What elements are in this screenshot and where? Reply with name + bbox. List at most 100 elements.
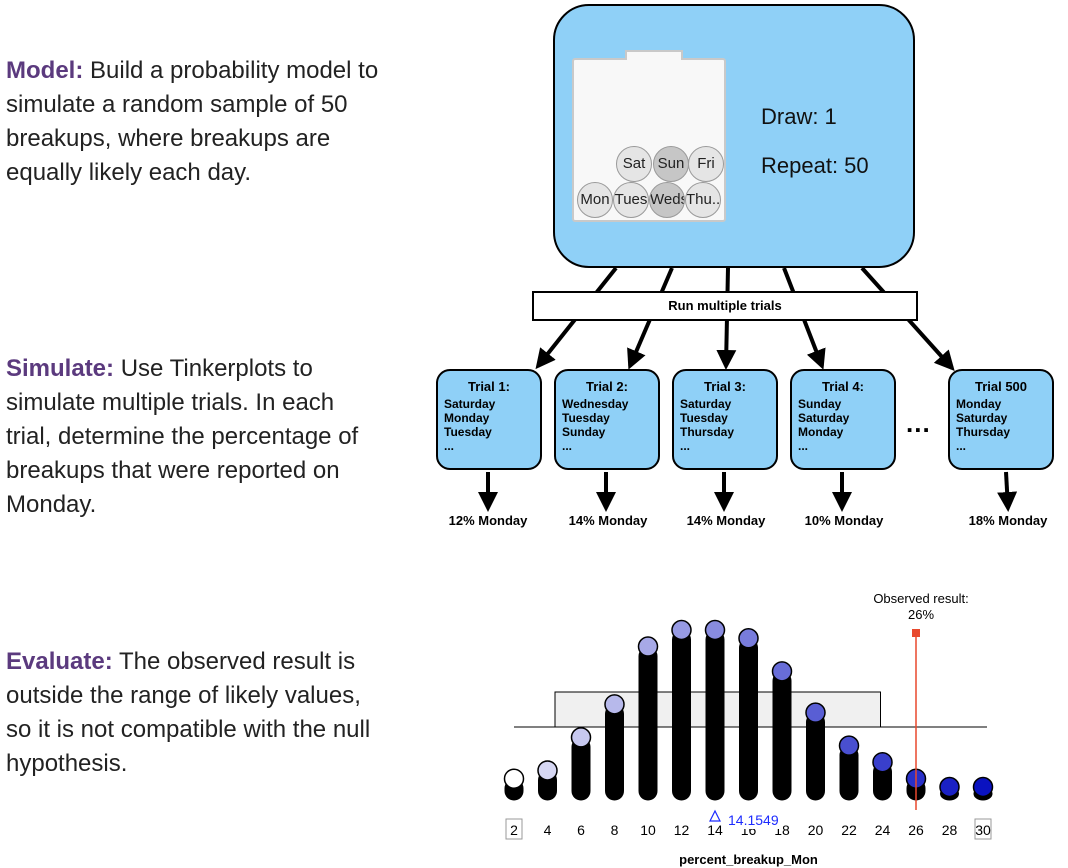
trial-500-box: Trial 500 Monday Saturday Thursday ... (948, 369, 1054, 470)
bar-marker (972, 776, 994, 798)
bar-marker (805, 702, 826, 723)
bar-marker (537, 760, 558, 781)
tick-label: 12 (674, 822, 690, 838)
bar-marker (771, 661, 793, 682)
trial-4-result: 10% Monday (804, 513, 884, 528)
observed-result-value: 26% (908, 607, 934, 622)
trial-1-result: 12% Monday (448, 513, 528, 528)
mixer-container: Sat Sun Fri Mon Tues Weds Thu.. (572, 50, 726, 222)
bar-marker (671, 619, 692, 641)
ball-sat: Sat (616, 146, 652, 182)
tick-label: 30 (975, 822, 991, 838)
trial-title: Trial 4: (822, 379, 864, 394)
tick-label: 8 (611, 822, 619, 838)
bar-column (839, 745, 859, 801)
sampler-box: Sat Sun Fri Mon Tues Weds Thu.. Draw: 1 … (553, 4, 915, 268)
bar-marker (872, 751, 893, 773)
trial-outcome: Saturday (798, 411, 850, 425)
mean-marker (709, 809, 721, 822)
bar-marker (704, 619, 726, 641)
trial-outcome: Sunday (562, 425, 606, 439)
bar-marker (637, 636, 659, 657)
tick-label: 6 (577, 822, 585, 838)
draw-setting: Draw: 1 (761, 104, 837, 129)
bar-column (772, 671, 792, 801)
trial-1-box: Trial 1: Saturday Monday Tuesday ... (436, 369, 542, 470)
tick-label-box (505, 818, 523, 840)
tick-label: 24 (875, 822, 891, 838)
ball-thu: Thu.. (685, 182, 721, 218)
more-trials-ellipsis: ... (906, 408, 931, 438)
trial-title: Trial 1: (468, 379, 510, 394)
mixer-lid (625, 50, 683, 60)
trial-outcome: Tuesday (562, 411, 610, 425)
trial-2-box: Trial 2: Wednesday Tuesday Sunday ... (554, 369, 660, 470)
tick-label: 28 (942, 822, 958, 838)
trial-title: Trial 3: (704, 379, 746, 394)
trial-outcome: Monday (444, 411, 490, 425)
trial-3-result: 14% Monday (686, 513, 766, 528)
trial-3-box: Trial 3: Saturday Tuesday Thursday ... (672, 369, 778, 470)
simulate-heading: Simulate: (6, 355, 115, 382)
simulate-step-text: Simulate: Use Tinkerplots to simulate mu… (6, 352, 386, 522)
tick-label: 26 (908, 822, 924, 838)
ball-sun: Sun (653, 146, 689, 182)
bar-column (705, 630, 725, 801)
trial-outcome: ... (956, 439, 967, 453)
bar-marker (738, 628, 759, 649)
tick-label-box (974, 818, 992, 840)
bar-marker (939, 776, 960, 798)
tick-label: 10 (640, 822, 656, 838)
trial-outcome: ... (680, 439, 691, 453)
observed-result-label: Observed result: (873, 591, 968, 606)
bar-column (672, 630, 691, 801)
bar-marker (570, 727, 592, 748)
trial-outcome: Monday (956, 397, 1002, 411)
model-heading: Model: (6, 57, 84, 84)
trial-outcome: Wednesday (562, 397, 629, 411)
tick-label: 14 (707, 822, 723, 838)
trial-2-result: 14% Monday (568, 513, 648, 528)
bar-column (873, 762, 892, 801)
trial-outcome: ... (798, 439, 809, 453)
tick-label: 4 (544, 822, 552, 838)
bar-marker (503, 768, 525, 789)
evaluate-step-text: Evaluate: The observed result is outside… (6, 645, 386, 781)
trial-outcome: Saturday (680, 397, 732, 411)
bar-column (739, 638, 758, 801)
arrow-trial-500-result (997, 471, 1018, 512)
mean-label-background (725, 811, 783, 829)
tick-label: 20 (808, 822, 824, 838)
ball-weds: Weds (649, 182, 685, 218)
trial-outcome: Tuesday (444, 425, 492, 439)
trial-outcome: Saturday (444, 397, 496, 411)
simulate-description: Use Tinkerplots to simulate multiple tri… (6, 355, 359, 518)
bar-marker (604, 694, 625, 715)
x-axis-title: percent_breakup_Mon (679, 852, 818, 867)
bar-column (571, 737, 591, 801)
trial-outcome: Sunday (798, 397, 842, 411)
ball-fri: Fri (688, 146, 724, 182)
trial-title: Trial 500 (974, 379, 1028, 394)
observed-result-marker (912, 629, 920, 637)
ball-mon: Mon (577, 182, 613, 218)
mean-label: 14.1549 (728, 812, 779, 828)
evaluate-description: The observed result is outside the range… (6, 648, 371, 777)
trial-title: Trial 2: (586, 379, 628, 394)
bar-column (605, 704, 624, 801)
trial-outcome: ... (562, 439, 573, 453)
ball-tues: Tues (613, 182, 649, 218)
trial-outcome: Saturday (956, 411, 1008, 425)
model-step-text: Model: Build a probability model to simu… (6, 54, 386, 190)
trial-outcome: ... (444, 439, 455, 453)
tick-label: 22 (841, 822, 857, 838)
tick-label: 2 (510, 822, 518, 838)
evaluate-heading: Evaluate: (6, 648, 113, 675)
bar-column (806, 712, 825, 801)
trial-4-box: Trial 4: Sunday Saturday Monday ... (790, 369, 896, 470)
bar-marker (838, 735, 860, 756)
trial-outcome: Thursday (956, 425, 1011, 439)
trial-500-result: 18% Monday (968, 513, 1048, 528)
trial-outcome: Monday (798, 425, 844, 439)
